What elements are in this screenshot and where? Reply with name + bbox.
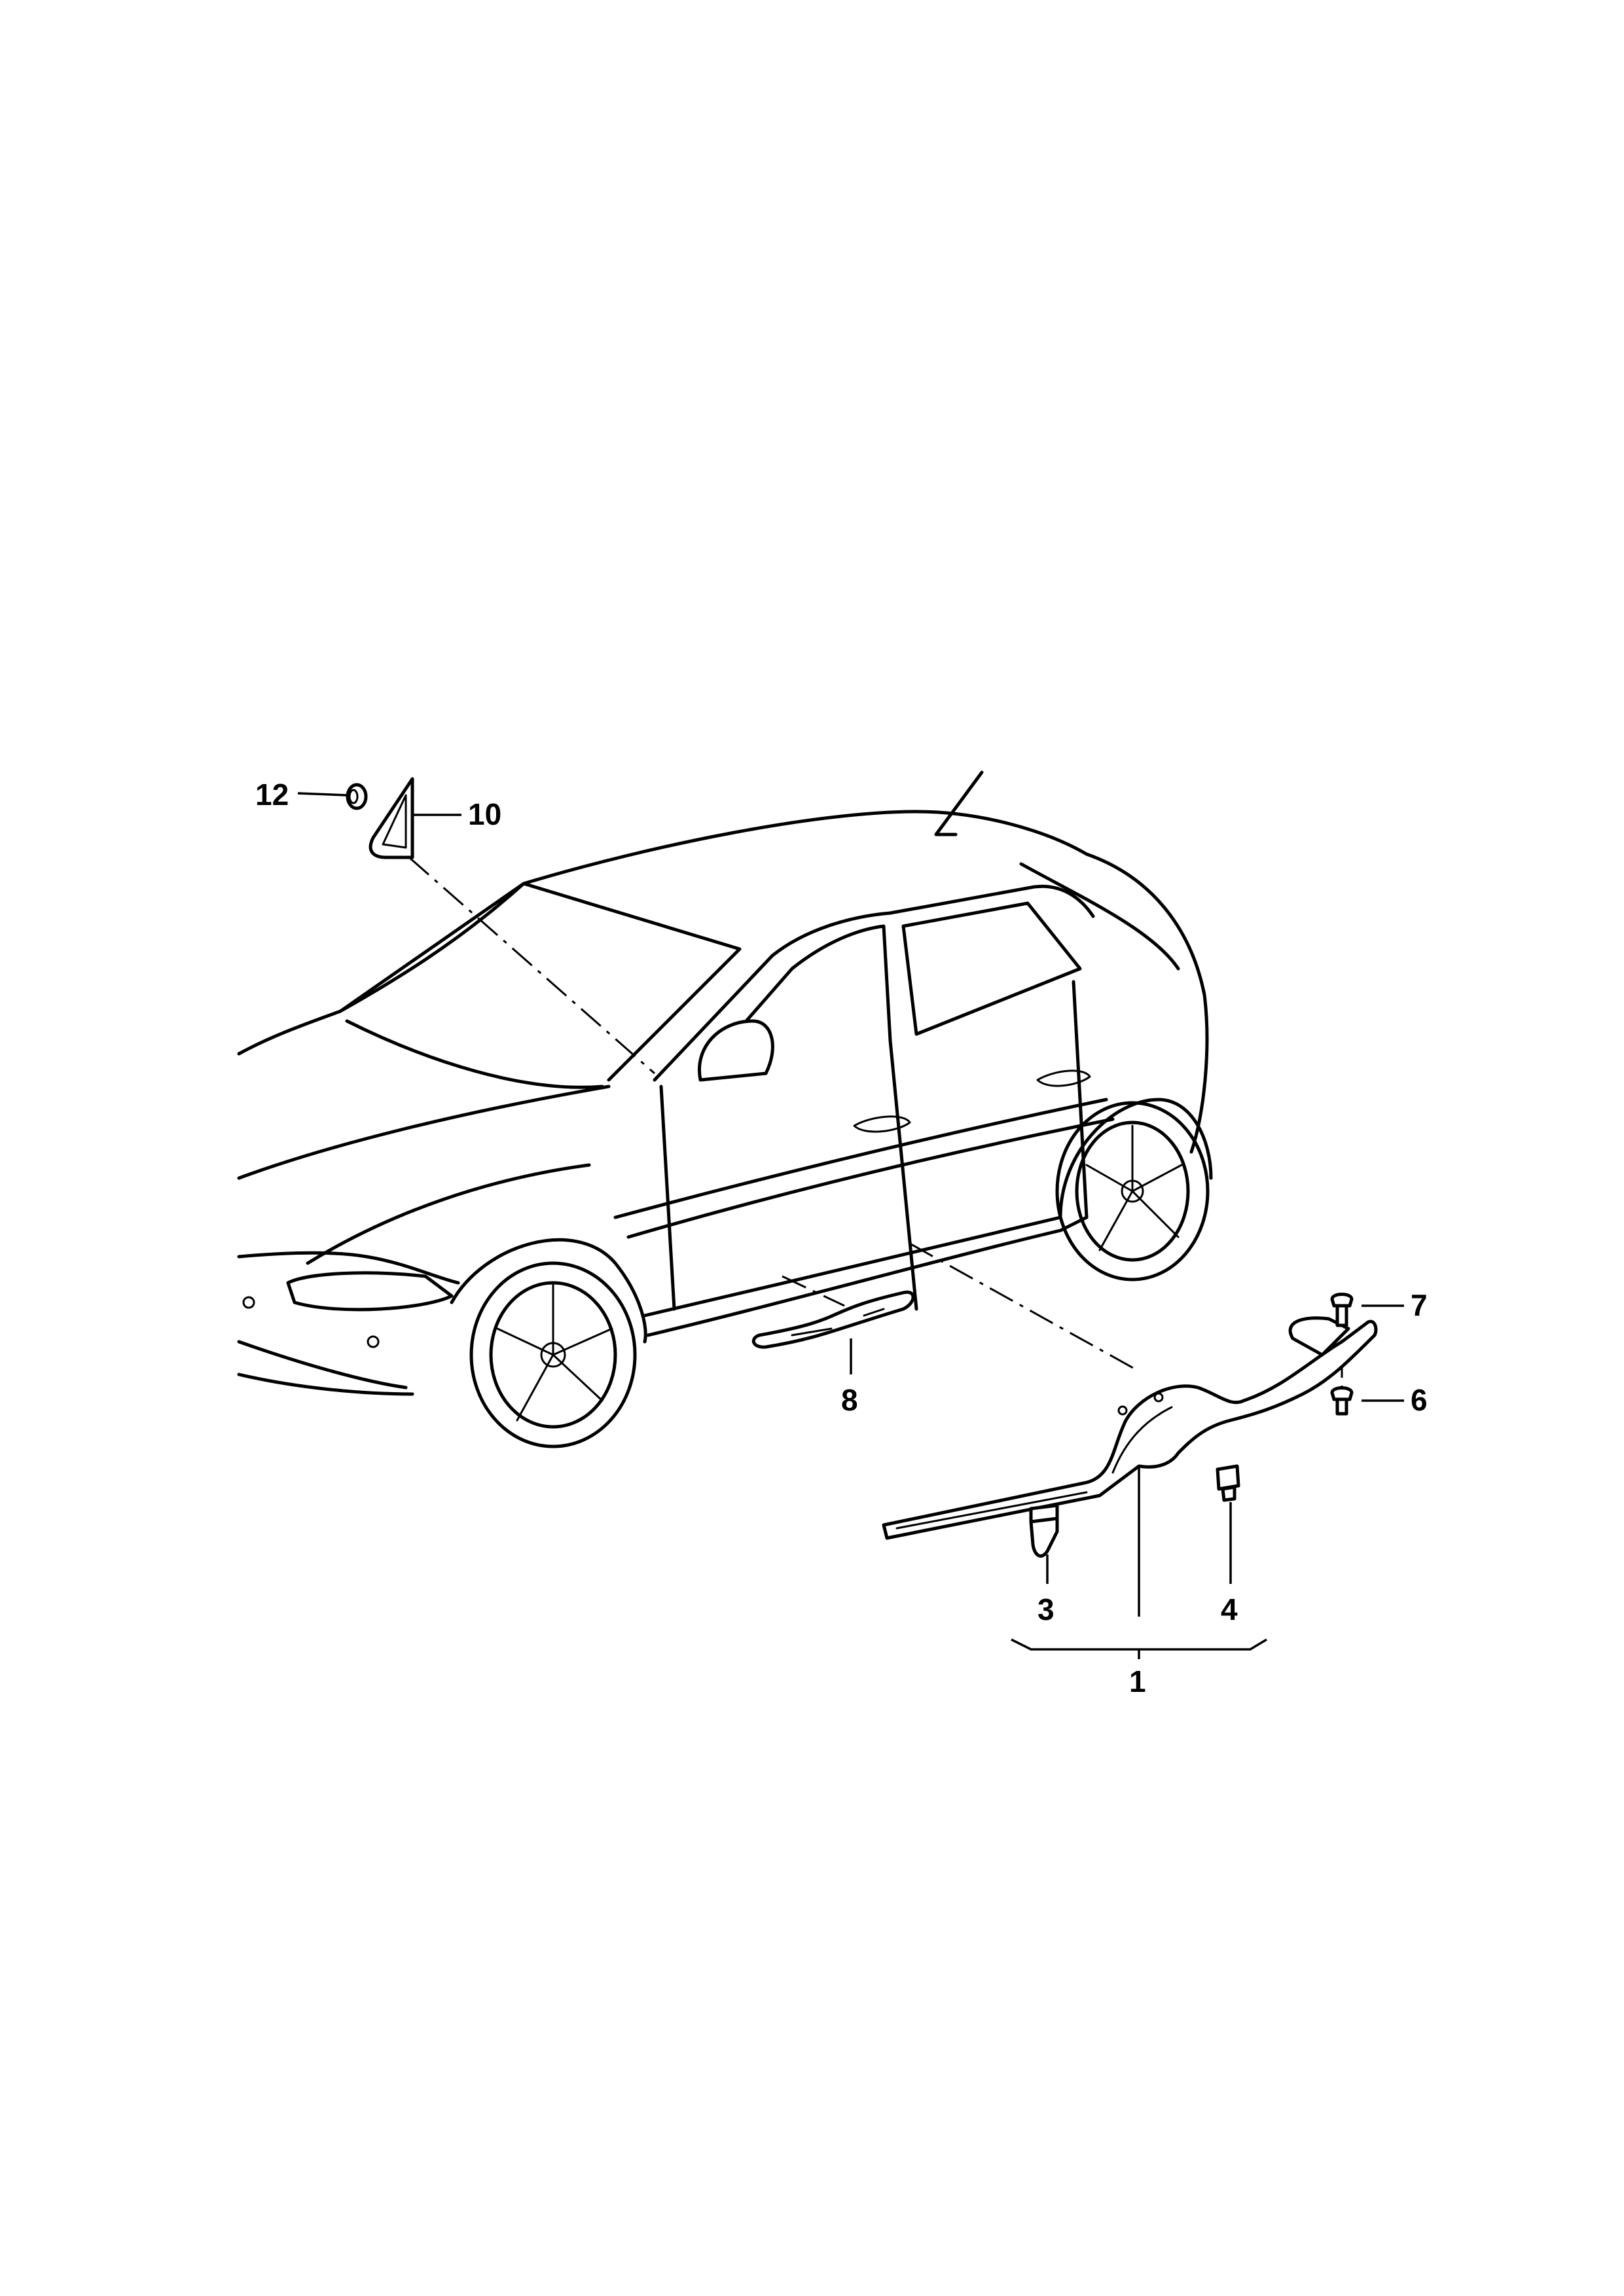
leader-lines: [297, 792, 1404, 1659]
callout-12: 12: [255, 778, 289, 812]
triangle-cover-part: [369, 777, 414, 859]
car-outline: [237, 770, 1213, 1448]
callout-4: 4: [1221, 1592, 1238, 1626]
callout-1: 1: [1129, 1664, 1146, 1698]
clip-part-3: [1029, 1503, 1059, 1558]
clip-part-12: [346, 783, 368, 810]
callout-3: 3: [1038, 1592, 1055, 1626]
callout-10: 10: [468, 797, 501, 831]
callout-7: 7: [1411, 1288, 1428, 1322]
callout-8: 8: [841, 1383, 858, 1417]
sill-trim-strip-part: [751, 1290, 915, 1349]
nut-part-4: [1216, 1464, 1240, 1502]
callout-6: 6: [1411, 1383, 1428, 1417]
bolt-part-7: [1330, 1293, 1354, 1327]
bolt-part-6: [1330, 1386, 1354, 1416]
sill-panel-part: [882, 1316, 1378, 1540]
callout-labels: 12 10 8 7 6 3 4 1: [255, 778, 1428, 1698]
